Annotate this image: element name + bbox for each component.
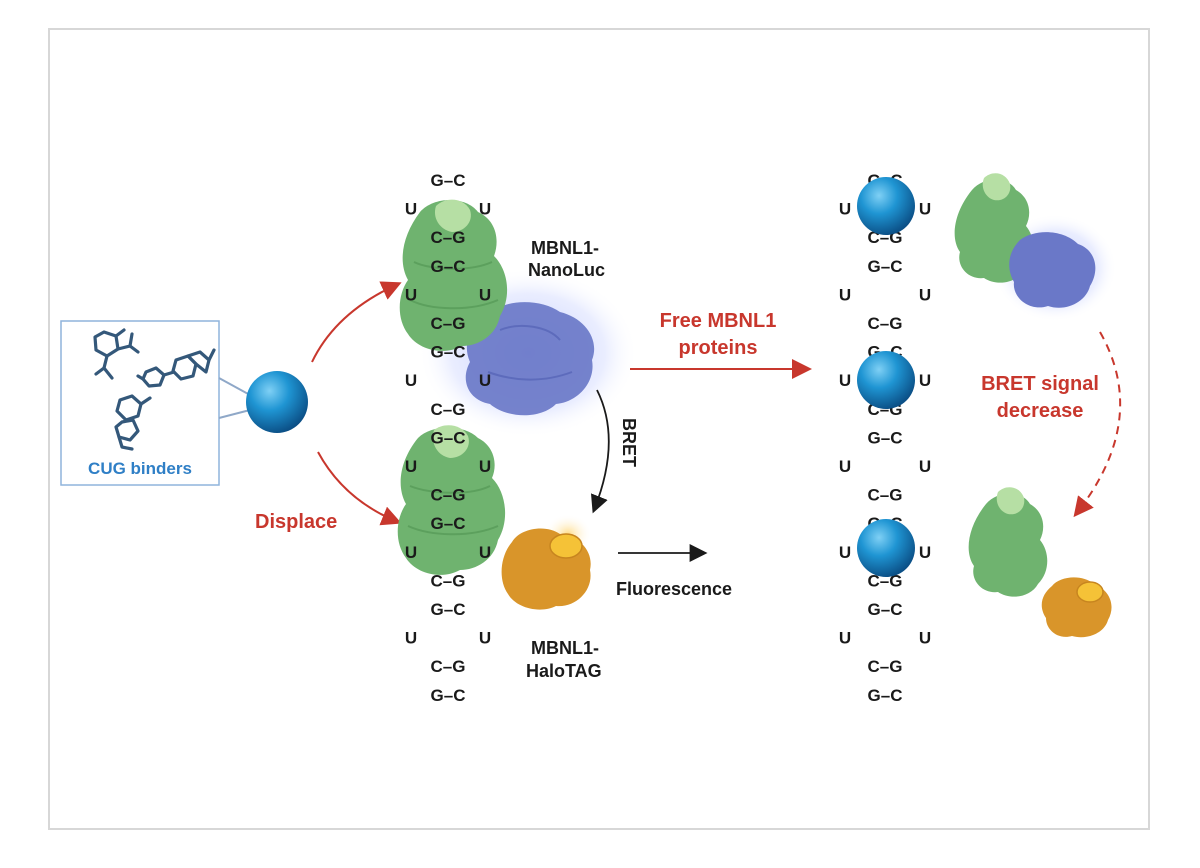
rna-loop-base: U — [919, 457, 931, 476]
rna-loop-base: U — [839, 629, 851, 648]
rna-base-pair: G–C — [868, 257, 903, 276]
rna-loop-base: U — [839, 371, 851, 390]
bound-binder-sphere-icon — [857, 351, 915, 409]
bret-signal-label-line2: decrease — [997, 400, 1084, 422]
bound-binder-sphere-icon — [857, 177, 915, 235]
bret-label: BRET — [619, 418, 639, 467]
displace-label: Displace — [255, 511, 337, 533]
figure-frame — [48, 28, 1150, 830]
rna-base-pair: G–C — [431, 257, 466, 276]
bret-decrease-arrow — [1073, 331, 1122, 518]
rna-loop-base: U — [919, 629, 931, 648]
rna-base-pair: G–C — [431, 514, 466, 533]
cug-binder-sphere-icon — [246, 371, 308, 433]
rna-loop-base: U — [919, 371, 931, 390]
rna-loop-base: U — [479, 200, 491, 219]
rna-base-pair: C–G — [868, 571, 903, 590]
rna-base-pair: C–G — [431, 228, 466, 247]
mbnl1-nanoluc-label-line2: NanoLuc — [528, 260, 605, 280]
rna-loop-base: U — [405, 371, 417, 390]
mbnl1-halotag-label-line2: HaloTAG — [526, 661, 602, 681]
rna-base-pair: C–G — [431, 571, 466, 590]
rna-base-pair: C–G — [431, 400, 466, 419]
cug-binders-box: CUG binders — [60, 320, 220, 486]
rna-base-pair: G–C — [431, 600, 466, 619]
rna-loop-base: U — [405, 457, 417, 476]
rna-loop-base: U — [919, 543, 931, 562]
rna-loop-base: U — [479, 629, 491, 648]
zoom-line-top — [218, 377, 251, 396]
rna-base-pair: G–C — [868, 428, 903, 447]
rna-loop-base: U — [479, 371, 491, 390]
free-mbnl1-label-line1: Free MBNL1 — [660, 310, 777, 332]
rna-loop-base: U — [479, 285, 491, 304]
rna-base-pair: G–C — [868, 686, 903, 705]
rna-loop-base: U — [405, 285, 417, 304]
zoom-line-bottom — [218, 409, 251, 419]
bret-signal-label-line1: BRET signal — [981, 373, 1099, 395]
rna-loop-base: U — [839, 285, 851, 304]
rna-loop-base: U — [405, 200, 417, 219]
bound-binder-sphere-icon — [857, 519, 915, 577]
rna-hairpin-right: G–CUUC–GG–CUUC–GG–CUUC–GG–CUUC–GG–CUUC–G… — [839, 171, 931, 705]
rna-loop-base: U — [405, 629, 417, 648]
mbnl1-nanoluc-label-line1: MBNL1- — [531, 238, 599, 258]
halotag-protein-icon — [501, 514, 592, 610]
cug-binders-label: CUG binders — [88, 459, 192, 478]
rna-base-pair: G–C — [431, 343, 466, 362]
mbnl1-protein-lower-icon — [397, 425, 506, 575]
rna-loop-base: U — [839, 200, 851, 219]
rna-base-pair: G–C — [868, 600, 903, 619]
free-mbnl1-nanoluc-icon — [954, 173, 1117, 322]
arrow-to-nanoluc-complex — [311, 281, 402, 363]
rna-base-pair: C–G — [868, 314, 903, 333]
rna-hairpin-left: G–C U U C–G G–C U U C–G G–C U U C–G G–C U U C–G G–C U U C–G… — [405, 171, 491, 705]
rna-base-pair: C–G — [431, 314, 466, 333]
free-mbnl1-label-line2: proteins — [679, 337, 758, 359]
rna-base-pair: C–G — [868, 657, 903, 676]
rna-loop-base: U — [479, 543, 491, 562]
fluorescence-label: Fluorescence — [616, 579, 732, 599]
rna-loop-base: U — [919, 285, 931, 304]
mbnl1-protein-upper-icon — [399, 199, 508, 351]
rna-loop-base: U — [405, 543, 417, 562]
free-mbnl1-halotag-icon — [968, 487, 1112, 638]
rna-base-pair: C–G — [431, 486, 466, 505]
rna-base-pair: G–C — [431, 428, 466, 447]
rna-base-pair: G–C — [431, 686, 466, 705]
rna-loop-base: U — [839, 543, 851, 562]
arrow-to-halotag-complex — [317, 451, 402, 526]
rna-base-pair: G–C — [431, 171, 466, 190]
rna-loop-base: U — [919, 200, 931, 219]
rna-base-pair: C–G — [868, 486, 903, 505]
rna-loop-base: U — [839, 457, 851, 476]
mbnl1-halotag-label-line1: MBNL1- — [531, 638, 599, 658]
rna-loop-base: U — [479, 457, 491, 476]
rna-base-pair: C–G — [431, 657, 466, 676]
bret-arrow — [590, 389, 610, 514]
cug-binder-molecules-icon — [93, 328, 216, 451]
